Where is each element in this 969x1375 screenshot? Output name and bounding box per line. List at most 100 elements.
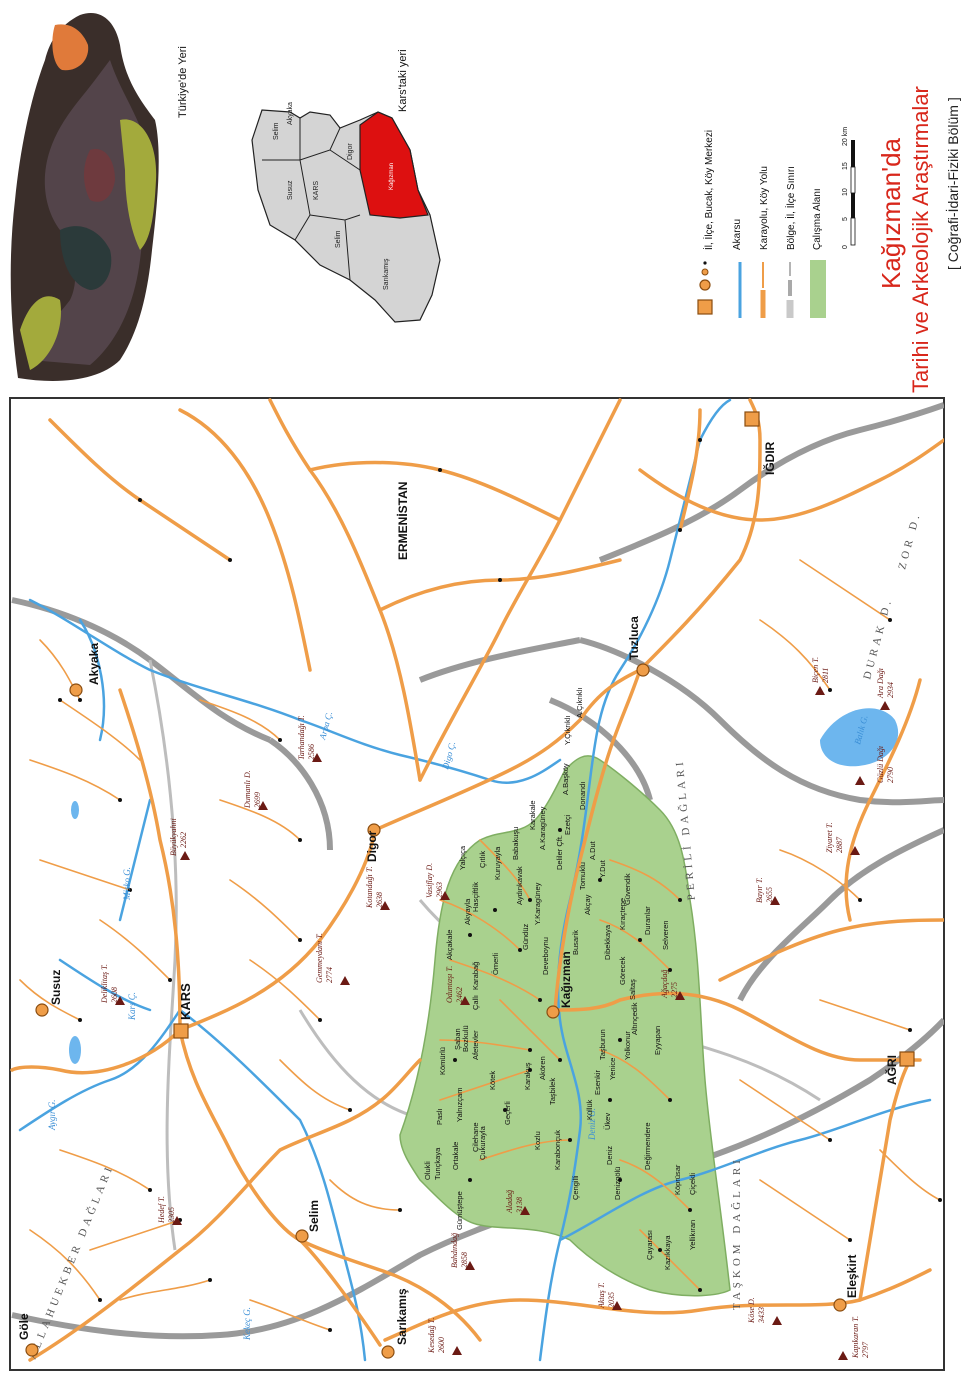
village-label: Yalnızçam <box>455 1088 464 1122</box>
village-label: Denizgölü <box>613 1167 622 1200</box>
village-label: Duranlar <box>643 906 652 935</box>
village-label: A.Çıkrıklı <box>575 688 584 718</box>
village-label: Kazıkkaya <box>663 1235 672 1270</box>
city-selim[interactable]: Selim <box>295 1200 321 1243</box>
svg-text:IĞDIR: IĞDIR <box>762 441 777 475</box>
village-label: Çiçekli <box>688 1173 697 1195</box>
city-agri[interactable]: AĞRI <box>884 1051 915 1085</box>
svg-text:2608: 2608 <box>110 987 119 1003</box>
svg-text:10: 10 <box>842 188 849 196</box>
svg-text:Susuz: Susuz <box>49 970 63 1005</box>
svg-text:20 km: 20 km <box>842 127 849 146</box>
kars-inset-district: Sarıkamış <box>383 258 390 290</box>
village-label: A.Dut <box>588 840 597 860</box>
svg-text:3138: 3138 <box>515 1197 524 1214</box>
city-tuzluca[interactable]: Tuzluca <box>627 616 650 677</box>
village-label: Akçakale <box>445 930 454 960</box>
village-label: Yalçıça <box>458 845 467 870</box>
village-label: Güvendik <box>623 873 632 905</box>
svg-text:2600: 2600 <box>437 1337 446 1353</box>
city-akyaka[interactable]: Akyaka <box>69 643 101 697</box>
village-label: Taşburun <box>598 1029 607 1060</box>
city-eleskirt[interactable]: Eleşkirt <box>833 1255 859 1312</box>
peak-kose: Köse D.3433 <box>747 1297 782 1325</box>
village-label: Kuruyayla <box>493 846 502 880</box>
city-kars[interactable]: KARS <box>173 983 193 1039</box>
village-label: Karakale <box>528 800 537 830</box>
svg-text:2462: 2462 <box>455 987 464 1003</box>
scale-bar: 0 5 10 15 20 km <box>842 127 856 249</box>
village-label: Çıtlık <box>478 851 487 868</box>
svg-text:Bayır T.: Bayır T. <box>755 877 764 903</box>
village-dots <box>58 438 942 1332</box>
village-label: Değirmendere <box>643 1122 652 1170</box>
svg-text:Gemmeydanı T.: Gemmeydanı T. <box>315 933 324 983</box>
title-line2: Tarihi ve Arkeolojik Araştırmalar <box>908 86 933 393</box>
svg-text:Ara Dağı: Ara Dağı <box>876 668 885 699</box>
legend-item: Bölge, İl, İlçe Sınırı <box>784 166 797 250</box>
village-label: Ükev <box>603 1113 612 1130</box>
legend-item: Çalışma Alanı <box>812 188 823 250</box>
main-map: ALLAHUEKBER DAĞLARI TAŞKOM DAĞLARI PERİL… <box>9 397 945 1371</box>
village-label: Kötek <box>488 1071 497 1090</box>
city-igdir[interactable]: IĞDIR <box>744 411 777 475</box>
village-label: Dibekkaya <box>603 924 612 960</box>
village-label: Bozkulü <box>461 1025 470 1052</box>
city-sarikamis[interactable]: Sarıkamış <box>381 1288 409 1359</box>
svg-text:Büyükyahni: Büyükyahni <box>169 818 178 856</box>
svg-text:Biçen T.: Biçen T. <box>811 657 820 683</box>
title-block: Kağızman'da Tarihi ve Arkeolojik Araştır… <box>876 86 961 393</box>
peak-kapikaran: Kapıkaran T.2797 <box>838 1316 870 1360</box>
peak-kotandagi: Kotandağı T.2638 <box>365 866 390 910</box>
village-label: Deniz <box>605 1146 614 1165</box>
village-label: Şaban <box>453 1028 462 1050</box>
svg-text:2035: 2035 <box>607 1292 616 1308</box>
city-kagizman[interactable]: Kağızman <box>546 951 573 1019</box>
svg-text:Güzlü Dağı: Güzlü Dağı <box>876 746 885 783</box>
village-label: Akören <box>538 1056 547 1080</box>
village-label: Köprüsar <box>673 1164 682 1195</box>
svg-text:5: 5 <box>842 217 849 221</box>
peak-dumanli: Dumanlı D.2699 <box>243 770 268 810</box>
svg-text:Kesedağ T.: Kesedağ T. <box>427 1318 436 1354</box>
country-armenia: ERMENİSTAN <box>395 482 410 560</box>
svg-text:Ağaçdağ: Ağaçdağ <box>660 970 669 999</box>
village-label: A.Karagüney <box>538 806 547 850</box>
river-misko: Misko G. <box>122 867 132 901</box>
village-label: Y.Çıkrıklı <box>563 716 572 745</box>
village-label: Deliler Çft. <box>555 835 564 870</box>
svg-text:Köse D.: Köse D. <box>747 1297 756 1324</box>
kars-inset-district: Susuz <box>287 180 294 200</box>
village-label: Küllük <box>585 1099 594 1120</box>
svg-text:3433: 3433 <box>757 1307 766 1324</box>
svg-text:2963: 2963 <box>435 882 444 898</box>
peak-kesedag: Kesedağ T.2600 <box>427 1318 462 1355</box>
village-label: Ömerli <box>491 953 500 975</box>
village-label: Görecek <box>618 956 627 985</box>
village-label: Gümüştepe <box>455 1191 464 1230</box>
city-susuz[interactable]: Susuz <box>35 970 63 1017</box>
svg-text:Oduntaşı T.: Oduntaşı T. <box>445 966 454 1003</box>
roads-minor <box>19 559 941 1331</box>
cities: Göle Susuz Akyaka KARS Selim Sarıkamış D… <box>17 411 915 1359</box>
inset-kars: Selim Akyaka Susuz KARS Digor Kağızman S… <box>251 49 441 323</box>
svg-text:Akyaka: Akyaka <box>87 643 101 685</box>
city-digor[interactable]: Digor <box>365 823 381 862</box>
legend-item: Karayolu, Köy Yolu <box>759 166 770 250</box>
rivers <box>18 398 932 1362</box>
svg-text:Tuzluca: Tuzluca <box>627 616 641 660</box>
village-label: Yenice <box>608 1058 617 1080</box>
village-label: Kıraçtepe <box>618 898 627 930</box>
svg-text:0: 0 <box>842 245 849 249</box>
kars-inset-district: Kağızman <box>389 163 395 190</box>
village-label: Paslı <box>435 1108 444 1125</box>
svg-text:Aktaş T.: Aktaş T. <box>597 1282 606 1309</box>
svg-text:15: 15 <box>842 162 849 170</box>
peak-oduntasi: Oduntaşı T.2462 <box>445 966 470 1005</box>
city-gole[interactable]: Göle <box>17 1313 39 1357</box>
peak-hedef: Hedef T.2305 <box>157 1196 182 1225</box>
svg-text:2887: 2887 <box>835 836 844 853</box>
